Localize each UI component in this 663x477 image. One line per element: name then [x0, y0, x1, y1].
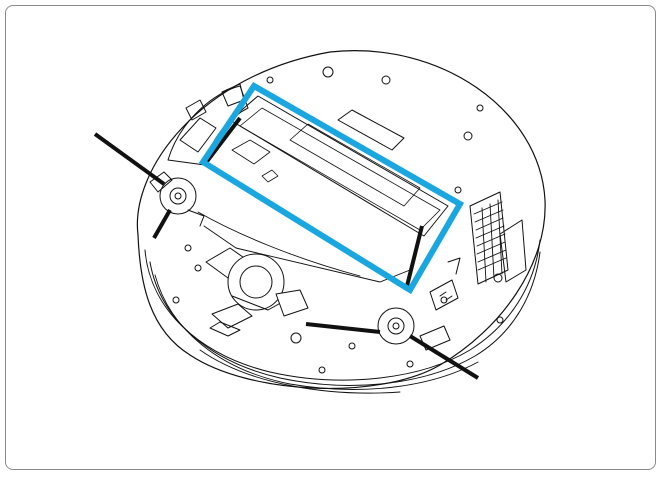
right-mechanism [377, 191, 527, 351]
main-brush-area [205, 247, 309, 337]
left-side-brush [93, 116, 242, 239]
dust-bin-highlight [198, 82, 465, 295]
robot-body [136, 50, 546, 394]
right-side-brush [305, 225, 480, 380]
dust-bin-compartment [197, 95, 449, 283]
screw-holes [172, 66, 504, 374]
